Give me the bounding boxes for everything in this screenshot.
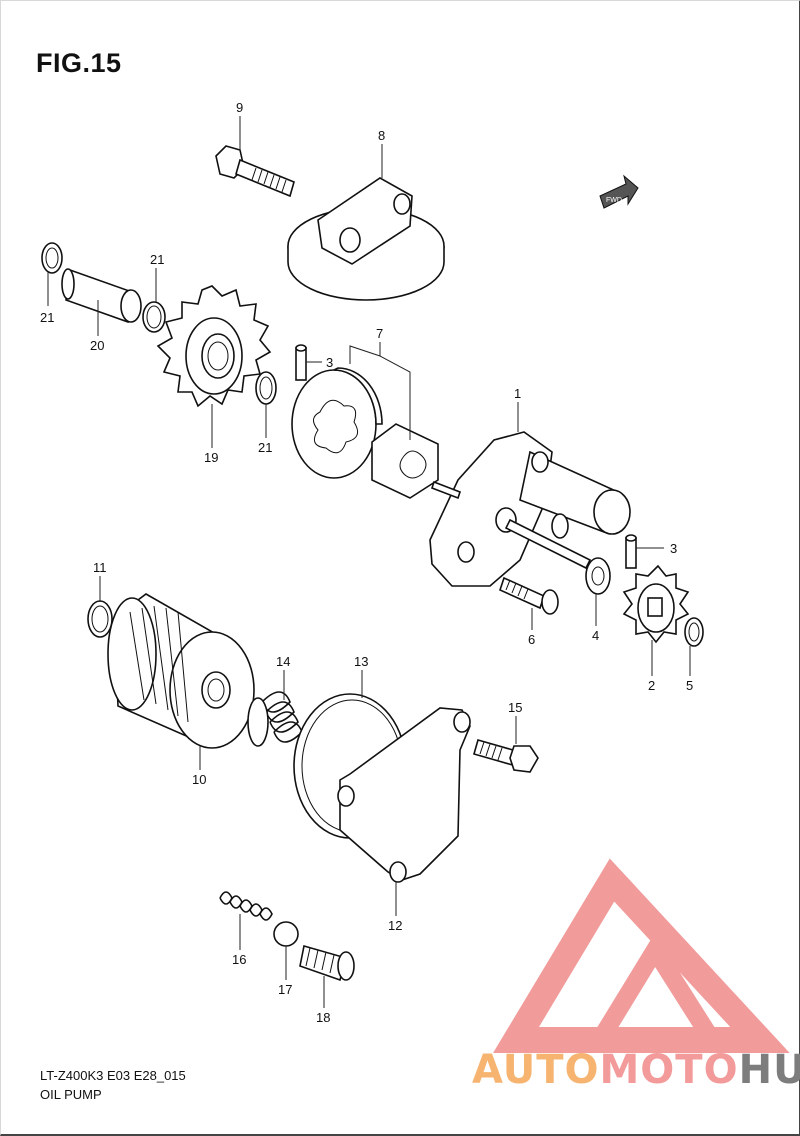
part-8-cover [287, 177, 445, 301]
part-12-filter-cap [337, 707, 471, 883]
watermark-text: AUTOMOTOHUB [472, 1050, 800, 1090]
callout-15: 15 [508, 700, 522, 715]
callout-3a: 3 [326, 355, 333, 370]
part-9-bolt [215, 145, 295, 198]
part-7-rotor-outer [291, 367, 383, 479]
callout-1: 1 [514, 386, 521, 401]
part-5-circlip [684, 617, 704, 647]
section-name: OIL PUMP [40, 1087, 102, 1102]
callout-14: 14 [276, 654, 290, 669]
part-11-o-ring [87, 600, 113, 638]
callout-21a: 21 [40, 310, 54, 325]
part-21-circlip-b [142, 301, 166, 333]
callout-7: 7 [376, 326, 383, 341]
part-7-rotor-inner [371, 423, 439, 499]
fwd-label: FWD [606, 197, 622, 204]
callout-4: 4 [592, 628, 599, 643]
part-1-pump-body [429, 431, 631, 587]
callout-17: 17 [278, 982, 292, 997]
callout-21c: 21 [258, 440, 272, 455]
callout-2: 2 [648, 678, 655, 693]
part-21-circlip-a [41, 242, 63, 274]
part-2-gear [622, 564, 690, 644]
part-20-shaft [61, 268, 142, 324]
callout-18: 18 [316, 1010, 330, 1025]
part-3-pin-b [625, 534, 637, 569]
part-21-circlip-c [255, 371, 277, 405]
watermark-moto: MOTO [599, 1047, 739, 1093]
part-15-bolt [473, 739, 539, 773]
callout-12: 12 [388, 918, 402, 933]
callout-9: 9 [236, 100, 243, 115]
callout-11: 11 [93, 560, 107, 575]
part-10-oil-filter [107, 593, 255, 749]
part-4-washer [585, 557, 611, 595]
figure-title: FIG.15 [36, 48, 122, 78]
fwd-arrow-icon: FWD [599, 174, 639, 209]
part-3-pin-a [295, 344, 307, 381]
watermark-auto: AUTO [472, 1047, 600, 1093]
part-19-gear [156, 285, 272, 408]
callout-13: 13 [354, 654, 368, 669]
model-code: LT-Z400K3 E03 E28_015 [40, 1068, 186, 1083]
callout-3b: 3 [670, 541, 677, 556]
part-6-screw [499, 576, 559, 615]
part-18-plug [299, 944, 355, 982]
part-16-spring [219, 891, 273, 921]
callout-21b: 21 [150, 252, 164, 267]
part-17-ball [273, 921, 299, 947]
callout-5: 5 [686, 678, 693, 693]
callout-labels: 9 8 21 20 21 19 21 3 7 1 3 4 6 2 5 11 10… [40, 100, 693, 1025]
leader-lines [47, 116, 691, 1008]
part-14-spring [247, 691, 303, 747]
callout-20: 20 [90, 338, 104, 353]
watermark-logo [493, 858, 790, 1053]
callout-10: 10 [192, 772, 206, 787]
callout-16: 16 [232, 952, 246, 967]
watermark-hub: HUB [738, 1047, 800, 1093]
callout-6: 6 [528, 632, 535, 647]
callout-19: 19 [204, 450, 218, 465]
callout-8: 8 [378, 128, 385, 143]
